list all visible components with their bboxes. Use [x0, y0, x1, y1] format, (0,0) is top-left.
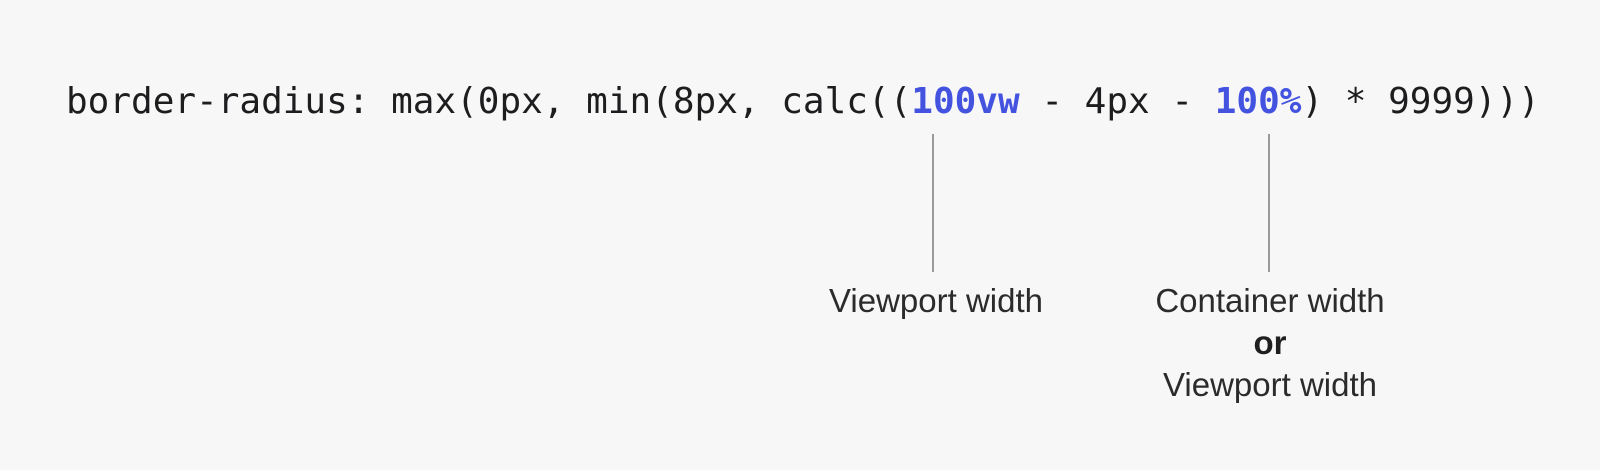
css-code-line: border-radius: max(0px, min(8px, calc((1…	[66, 82, 1540, 122]
code-token-100-percent: 100%	[1214, 81, 1302, 122]
code-token-100vw: 100vw	[911, 81, 1020, 122]
connector-line-container-width	[1268, 134, 1270, 272]
annotation-text-line-or: or	[1253, 324, 1287, 361]
annotation-text-line: Viewport width	[1162, 366, 1378, 403]
annotation-text-line: Container width	[1155, 282, 1385, 319]
code-segment-after-100-percent: ) * 9999)))	[1301, 81, 1540, 122]
connector-line-viewport-width	[932, 134, 934, 272]
code-segment-before-100vw: border-radius: max(0px, min(8px, calc((	[66, 81, 912, 122]
annotation-viewport-width: Viewport width	[829, 280, 1043, 322]
annotation-container-or-viewport-width: Container width or Viewport width	[1155, 280, 1384, 406]
code-segment-middle: - 4px -	[1019, 81, 1215, 122]
annotation-text-line: Viewport width	[828, 282, 1044, 319]
